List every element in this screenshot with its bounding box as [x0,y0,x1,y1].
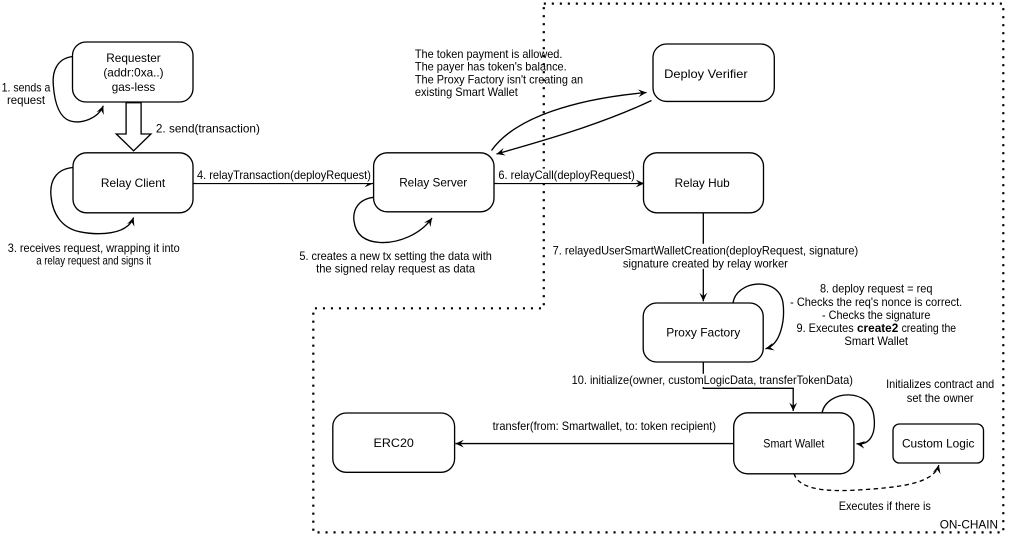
svg-text:signature created by relay wor: signature created by relay worker [623,256,788,270]
svg-text:gas-less: gas-less [112,80,156,94]
svg-text:(addr:0xa..): (addr:0xa..) [103,65,163,79]
svg-text:a relay request and signs it: a relay request and signs it [36,254,152,268]
svg-text:- Checks the signature: - Checks the signature [822,308,931,322]
svg-text:- Checks the req's nonce is co: - Checks the req's nonce is correct. [790,295,962,309]
svg-text:The Proxy Factory isn't creati: The Proxy Factory isn't creating an [415,72,583,86]
svg-text:3. receives request, wrapping: 3. receives request, wrapping it into [8,241,180,255]
svg-text:The token payment is allowed.: The token payment is allowed. [415,47,563,61]
svg-text:Relay Hub: Relay Hub [675,176,730,190]
svg-text:create2: create2 [857,321,899,335]
svg-text:ERC20: ERC20 [374,436,415,450]
svg-text:Deploy Verifier: Deploy Verifier [664,67,748,81]
svg-text:4. relayTransaction(deployRequ: 4. relayTransaction(deployRequest) [197,168,371,182]
svg-text:Executes if there is: Executes if there is [839,499,931,513]
svg-text:Smart Wallet: Smart Wallet [763,436,825,450]
svg-text:the signed relay request as da: the signed relay request as data [316,262,475,276]
svg-text:Smart Wallet: Smart Wallet [844,334,908,348]
svg-text:10. initialize(owner, customLo: 10. initialize(owner, customLogicData, t… [572,373,853,387]
svg-text:Initializes contract and: Initializes contract and [886,377,994,391]
svg-text:6. relayCall(deployRequest): 6. relayCall(deployRequest) [498,168,634,182]
svg-text:Relay Server: Relay Server [399,176,467,190]
svg-text:1. sends a: 1. sends a [2,81,51,95]
svg-text:ON-CHAIN: ON-CHAIN [940,518,998,532]
svg-text:existing Smart Wallet: existing Smart Wallet [415,85,518,99]
svg-text:Relay Client: Relay Client [101,176,166,190]
svg-text:set the owner: set the owner [907,391,974,405]
svg-text:8. deploy request = req: 8. deploy request = req [820,282,933,296]
svg-text:The payer has token's balance.: The payer has token's balance. [415,60,567,74]
svg-text:9. Executes: 9. Executes [797,321,854,335]
svg-text:Proxy Factory: Proxy Factory [666,326,740,340]
svg-text:transfer(from: Smartwallet, to: transfer(from: Smartwallet, to: token re… [493,419,716,433]
svg-text:5. creates a new tx setting th: 5. creates a new tx setting the data wit… [299,249,492,263]
svg-text:Requester: Requester [106,51,161,65]
svg-text:creating the: creating the [902,321,957,335]
svg-text:7. relayedUserSmartWalletCreat: 7. relayedUserSmartWalletCreation(deploy… [553,244,859,258]
svg-text:Custom Logic: Custom Logic [902,437,975,451]
svg-text:request: request [7,93,46,107]
svg-text:2. send(transaction): 2. send(transaction) [156,121,260,135]
